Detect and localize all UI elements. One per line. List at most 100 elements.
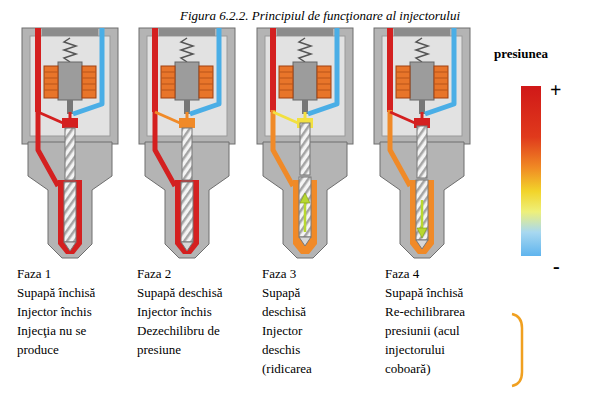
control-piston xyxy=(65,128,75,180)
solenoid-coil xyxy=(44,66,58,98)
control-chamber xyxy=(62,118,78,128)
needle-tip xyxy=(416,240,428,249)
phase-text: Faza 2 xyxy=(137,264,223,283)
phase-text: Injector închis xyxy=(137,302,223,321)
phase-text: Faza 4 xyxy=(385,264,493,283)
nozzle-needle xyxy=(299,177,311,237)
phase-text: (ridicarea xyxy=(262,359,342,378)
coil-winding xyxy=(161,72,175,73)
motion-arrowhead xyxy=(300,193,310,203)
inlet-orifice xyxy=(273,112,298,123)
connector-cap xyxy=(42,28,98,36)
nozzle-needle xyxy=(181,182,193,242)
injector-cavity xyxy=(30,36,110,136)
feed-channel xyxy=(38,110,58,186)
solenoid-coil xyxy=(279,66,293,98)
motion-arrow xyxy=(304,200,307,232)
valve-armature xyxy=(67,100,73,114)
return-channel xyxy=(73,28,102,114)
scale-sign: - xyxy=(553,254,560,278)
phase-text: Faza 3 xyxy=(262,264,342,283)
phase-text: Faza 1 xyxy=(17,264,129,283)
valve-armature xyxy=(419,100,425,114)
nozzle-fuel xyxy=(58,180,82,254)
inlet-channel xyxy=(35,28,41,112)
injector-figure xyxy=(374,28,470,258)
coil-winding xyxy=(199,78,213,79)
figure-title: Figura 6.2.2. Principiul de funcţionare … xyxy=(120,6,520,25)
motion-arrowhead xyxy=(417,228,427,238)
coil-winding xyxy=(44,90,58,91)
injector-figure xyxy=(257,28,353,258)
return-channel xyxy=(190,28,219,114)
phase-column: Faza 4Supapă închisăRe-echilibrarea pres… xyxy=(385,264,493,378)
inlet-orifice xyxy=(390,112,415,123)
outlet-orifice xyxy=(69,112,72,119)
phase-text: Dezechilibru de presiune xyxy=(137,321,223,359)
outlet-orifice xyxy=(421,112,424,119)
solenoid-stator xyxy=(410,62,434,100)
feed-channel xyxy=(390,110,410,186)
coil-winding xyxy=(44,72,58,73)
scale-title: presiunea xyxy=(494,46,548,62)
nozzle-needle xyxy=(416,180,428,240)
coil-winding xyxy=(279,78,293,79)
coil-winding xyxy=(434,90,448,91)
phase-text: Injector închis xyxy=(17,302,129,321)
coil-winding xyxy=(199,72,213,73)
needle-tip xyxy=(181,242,193,251)
connector-cap xyxy=(159,28,215,36)
injector-cavity xyxy=(382,36,462,136)
coil-winding xyxy=(396,72,410,73)
coil-winding xyxy=(279,72,293,73)
outlet-orifice xyxy=(186,112,189,119)
phase-text: Injector deschis xyxy=(262,321,342,359)
connector-cap xyxy=(277,28,333,36)
valve-spring xyxy=(299,38,311,62)
phase-text: Supapă deschisă xyxy=(137,283,223,302)
coil-winding xyxy=(434,84,448,85)
nozzle-needle xyxy=(64,182,76,242)
valve-armature xyxy=(184,100,190,114)
scale-sign: + xyxy=(550,78,561,102)
coil-winding xyxy=(434,72,448,73)
injector-figure xyxy=(139,28,235,258)
coil-winding xyxy=(434,78,448,79)
coil-winding xyxy=(199,84,213,85)
coil-winding xyxy=(161,78,175,79)
inlet-channel xyxy=(270,28,276,112)
solenoid-stator xyxy=(58,62,82,100)
coil-winding xyxy=(317,78,331,79)
control-piston xyxy=(182,128,192,180)
solenoid-coil xyxy=(396,66,410,98)
needle-tip xyxy=(64,242,76,251)
coil-winding xyxy=(396,78,410,79)
inlet-orifice xyxy=(38,112,63,123)
coil-winding xyxy=(82,84,96,85)
needle-tip xyxy=(299,237,311,246)
coil-winding xyxy=(279,90,293,91)
coil-winding xyxy=(317,84,331,85)
inlet-channel xyxy=(387,28,393,112)
valve-spring xyxy=(181,38,193,62)
coil-winding xyxy=(82,72,96,73)
connector-cap xyxy=(394,28,450,36)
solenoid-stator xyxy=(293,62,317,100)
valve-armature xyxy=(302,100,308,114)
coil-winding xyxy=(161,90,175,91)
solenoid-coil xyxy=(317,66,331,98)
coil-winding xyxy=(396,90,410,91)
feed-channel xyxy=(155,110,175,186)
motion-arrow xyxy=(421,200,424,232)
orange-bracket xyxy=(512,314,522,386)
phase-text: Supapă închisă xyxy=(17,283,129,302)
solenoid-stator xyxy=(175,62,199,100)
nozzle-fuel xyxy=(175,180,199,254)
pressure-scale xyxy=(521,86,541,256)
phase-text: Supapă deschisă xyxy=(262,283,342,321)
injector-cavity xyxy=(147,36,227,136)
phase-column: Faza 2Supapă deschisăInjector închisDeze… xyxy=(137,264,223,359)
coil-winding xyxy=(317,72,331,73)
control-piston xyxy=(417,126,427,178)
